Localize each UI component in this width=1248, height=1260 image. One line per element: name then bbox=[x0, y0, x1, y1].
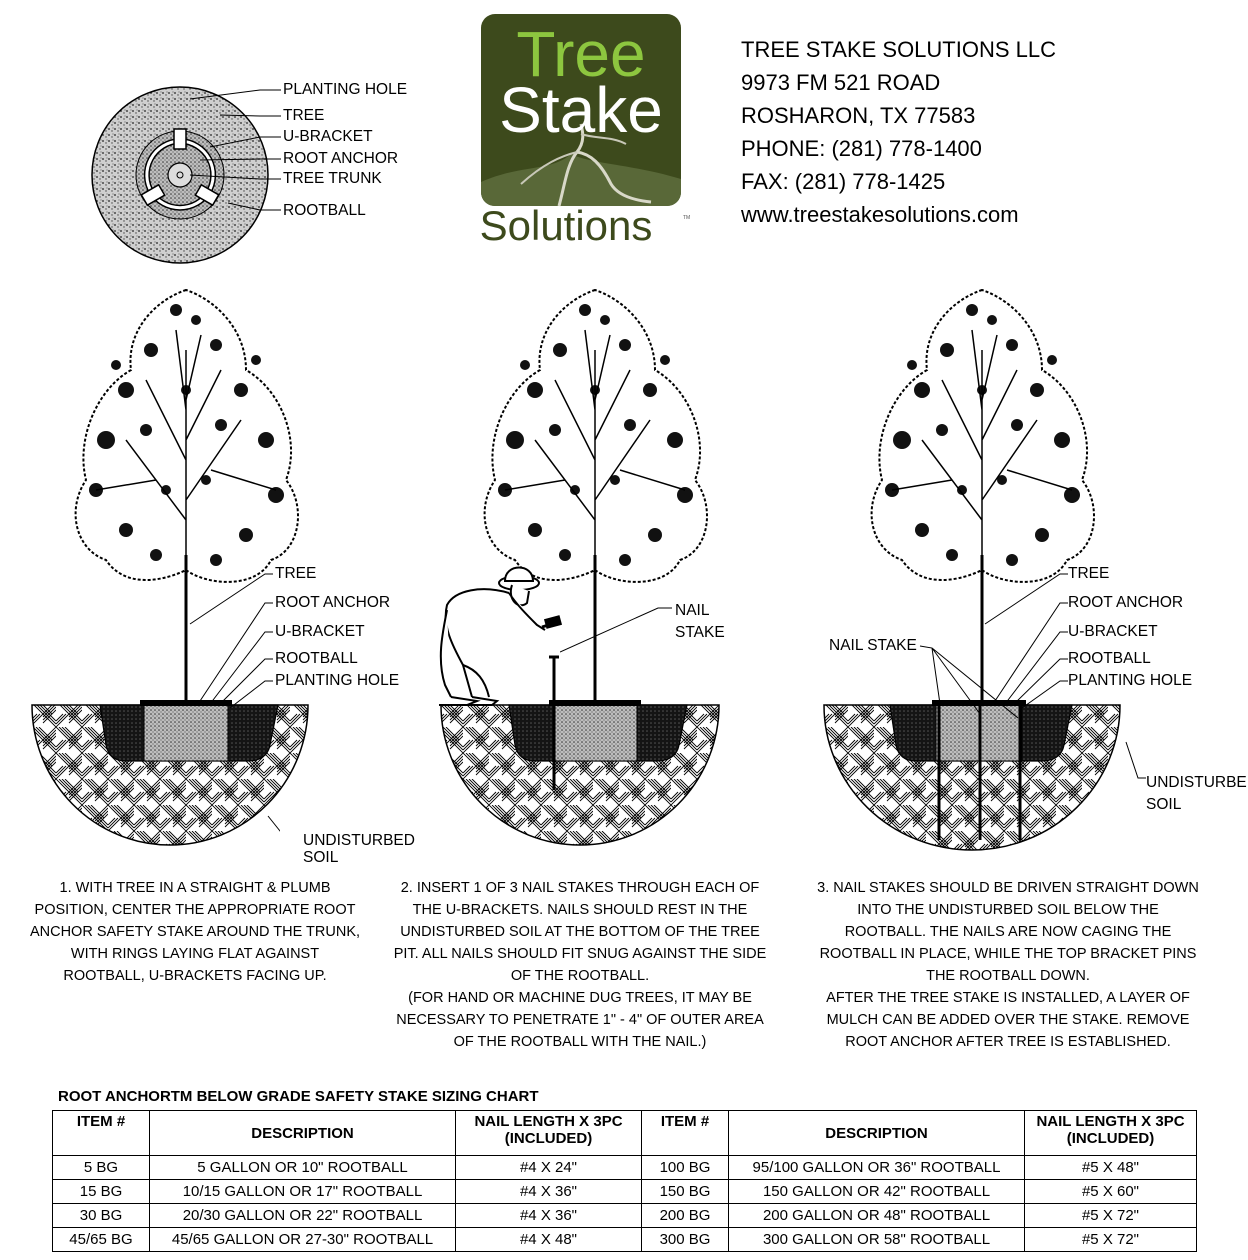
step1-label-tree: TREE bbox=[275, 565, 316, 583]
step3-label-u-bracket: U-BRACKET bbox=[1068, 623, 1158, 641]
header-description: DESCRIPTION bbox=[150, 1111, 456, 1156]
step2-caption: 2. INSERT 1 OF 3 NAIL STAKES THROUGH EAC… bbox=[385, 877, 775, 1053]
sizing-chart-title: ROOT ANCHORTM BELOW GRADE SAFETY STAKE S… bbox=[58, 1088, 539, 1105]
company-info: TREE STAKE SOLUTIONS LLC 9973 FM 521 ROA… bbox=[741, 33, 1056, 231]
plan-label-rootball: ROOTBALL bbox=[283, 202, 366, 220]
step1-leaders bbox=[180, 566, 280, 856]
header-nail-length: NAIL LENGTH X 3PC(INCLUDED) bbox=[1025, 1111, 1197, 1156]
company-address-line1: 9973 FM 521 ROAD bbox=[741, 66, 1056, 99]
company-address-line2: ROSHARON, TX 77583 bbox=[741, 99, 1056, 132]
company-name: TREE STAKE SOLUTIONS LLC bbox=[741, 33, 1056, 66]
company-phone: PHONE: (281) 778-1400 bbox=[741, 132, 1056, 165]
step2-leader bbox=[560, 600, 680, 660]
plan-label-tree: TREE bbox=[283, 107, 324, 125]
header-description: DESCRIPTION bbox=[729, 1111, 1025, 1156]
header-item: ITEM # bbox=[642, 1111, 729, 1156]
sizing-chart-table: ITEM # DESCRIPTION NAIL LENGTH X 3PC(INC… bbox=[52, 1110, 1197, 1252]
step3-label-planting-hole: PLANTING HOLE bbox=[1068, 672, 1192, 690]
header-item: ITEM # bbox=[53, 1111, 150, 1156]
step3-caption: 3. NAIL STAKES SHOULD BE DRIVEN STRAIGHT… bbox=[812, 877, 1204, 1053]
company-website[interactable]: www.treestakesolutions.com bbox=[741, 198, 1056, 231]
step2-label-nail-stake: NAIL STAKE bbox=[675, 600, 725, 644]
logo-solutions-text: Solutions bbox=[481, 202, 652, 248]
step3-label-root-anchor: ROOT ANCHOR bbox=[1068, 594, 1183, 612]
logo-stake-text: Stake bbox=[499, 74, 663, 146]
header-nail-length: NAIL LENGTH X 3PC(INCLUDED) bbox=[456, 1111, 642, 1156]
table-header-row: ITEM # DESCRIPTION NAIL LENGTH X 3PC(INC… bbox=[53, 1111, 1197, 1156]
step3-label-rootball: ROOTBALL bbox=[1068, 650, 1151, 668]
company-fax: FAX: (281) 778-1425 bbox=[741, 165, 1056, 198]
company-logo: Tree Stake Solutions TM bbox=[481, 14, 681, 248]
step3-label-undisturbed-soil: UNDISTURBED SOIL bbox=[1146, 772, 1248, 816]
step1-label-root-anchor: ROOT ANCHOR bbox=[275, 594, 390, 612]
step1-label-u-bracket: U-BRACKET bbox=[275, 623, 365, 641]
plan-label-planting-hole: PLANTING HOLE bbox=[283, 81, 407, 99]
plan-label-root-anchor: ROOT ANCHOR bbox=[283, 150, 398, 168]
step1-label-undisturbed-soil: UNDISTURBED SOIL bbox=[303, 832, 415, 866]
step2-diagram bbox=[437, 285, 737, 860]
worker-figure bbox=[439, 568, 545, 706]
step1-label-planting-hole: PLANTING HOLE bbox=[275, 672, 399, 690]
plan-label-tree-trunk: TREE TRUNK bbox=[283, 170, 382, 188]
logo-tm: TM bbox=[683, 215, 690, 221]
step3-label-tree: TREE bbox=[1068, 565, 1109, 583]
step1-label-rootball: ROOTBALL bbox=[275, 650, 358, 668]
step3-label-nail-stake: NAIL STAKE bbox=[829, 637, 917, 655]
plan-label-u-bracket: U-BRACKET bbox=[283, 128, 373, 146]
plan-view-leaders bbox=[150, 85, 285, 220]
